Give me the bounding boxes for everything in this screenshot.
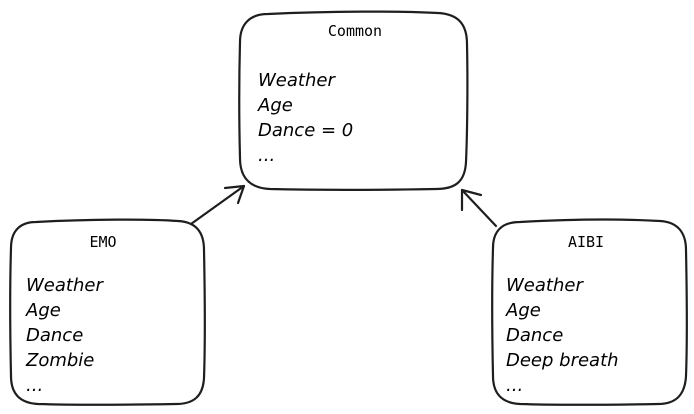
common-box-outline xyxy=(238,10,469,191)
common-item-weather: Weather xyxy=(258,70,336,91)
emo-item-age: Age xyxy=(25,300,61,321)
aibi-item-weather: Weather xyxy=(506,275,584,296)
aibi-title: AIBI xyxy=(568,233,604,251)
common-node[interactable]: Common Weather Age Dance = 0 ... xyxy=(238,10,469,191)
aibi-node[interactable]: AIBI Weather Age Dance Deep breath ... xyxy=(491,218,688,406)
common-item-more: ... xyxy=(258,145,275,166)
aibi-box-outline xyxy=(491,218,688,406)
emo-box-outline xyxy=(9,218,206,406)
aibi-item-age: Age xyxy=(505,300,541,321)
aibi-item-deep-breath: Deep breath xyxy=(506,350,619,371)
emo-item-more: ... xyxy=(26,375,43,396)
common-item-dance: Dance = 0 xyxy=(258,120,353,141)
arrow-aibi-to-common-line xyxy=(460,188,498,228)
edge-aibi-to-common xyxy=(460,188,498,228)
emo-title: EMO xyxy=(89,233,116,251)
emo-item-zombie: Zombie xyxy=(25,350,94,371)
aibi-item-dance: Dance xyxy=(506,325,563,346)
emo-node[interactable]: EMO Weather Age Dance Zombie ... xyxy=(9,218,206,406)
common-title: Common xyxy=(328,22,382,40)
emo-item-dance: Dance xyxy=(26,325,83,346)
arrow-emo-to-common-line xyxy=(189,184,246,226)
edge-emo-to-common xyxy=(189,184,246,226)
arrow-aibi-to-common-head xyxy=(460,188,483,212)
aibi-item-more: ... xyxy=(506,375,523,396)
emo-item-weather: Weather xyxy=(26,275,104,296)
common-item-age: Age xyxy=(257,95,293,116)
arrow-emo-to-common-head xyxy=(223,184,246,205)
